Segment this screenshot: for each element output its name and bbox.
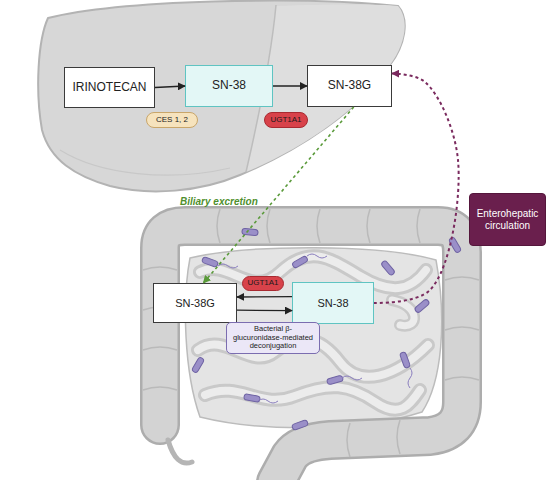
bacterium <box>242 228 258 235</box>
haustra-fold <box>417 209 420 243</box>
process-box: Bacterial β-glucuronidase-mediated decon… <box>226 322 320 354</box>
colon-outline <box>160 226 462 480</box>
node-text: SN-38 <box>212 79 246 92</box>
haustra-fold <box>143 387 177 390</box>
node-text: SN-38G <box>175 297 215 309</box>
flow-arrow <box>203 107 353 283</box>
bacterium <box>244 394 261 403</box>
enzyme-pill: UGT1A1 <box>264 112 308 128</box>
flow-arrow <box>237 310 292 312</box>
flagellum <box>258 399 278 403</box>
node-text: CES 1, 2 <box>156 116 188 125</box>
node-text: UGT1A1 <box>270 116 301 125</box>
node-text: Enterohepatic circulation <box>470 208 545 230</box>
metabolite-box: SN-38 <box>292 282 374 324</box>
haustra-fold <box>217 209 220 243</box>
haustra-fold <box>317 209 320 243</box>
intestine-loop <box>205 387 420 410</box>
intestine-loop <box>205 387 420 410</box>
liver-shape <box>38 1 405 192</box>
node-text: IRINOTECAN <box>72 81 146 94</box>
node-text: UGT1A1 <box>247 279 278 288</box>
haustra-fold <box>367 209 370 243</box>
bacterium <box>326 375 343 385</box>
process-label-box: Enterohepatic circulation <box>469 193 546 246</box>
intestine-loop <box>392 300 414 326</box>
intestine-loop <box>392 300 414 326</box>
bacterium <box>201 256 218 267</box>
colon-body <box>160 226 462 480</box>
bacterium <box>448 237 461 254</box>
flow-arrow <box>273 85 307 87</box>
bacterium <box>191 357 204 374</box>
bacteria <box>168 228 462 430</box>
bacterium <box>381 260 396 276</box>
flagellum <box>218 264 238 268</box>
node-text: SN-38G <box>328 79 371 92</box>
appendix <box>168 440 192 463</box>
enzyme-pill: UGT1A1 <box>242 276 284 291</box>
bacteria-flagella <box>218 254 412 403</box>
liver-shading <box>60 150 230 175</box>
small-intestine <box>185 248 441 428</box>
haustra-fold <box>445 377 479 380</box>
bacterium <box>414 299 430 314</box>
haustra-fold <box>143 267 177 270</box>
intestine-loops <box>198 256 428 410</box>
enzyme-pill: CES 1, 2 <box>146 112 198 128</box>
bacterium <box>292 255 309 268</box>
bacterium <box>291 419 308 430</box>
haustra-fold <box>267 209 270 243</box>
haustra-fold <box>445 277 479 280</box>
edge-label: Biliary excretion <box>180 196 258 207</box>
haustra-fold <box>143 347 177 350</box>
flow-arrow <box>155 86 185 88</box>
flagellum <box>342 376 362 380</box>
drug-box: IRINOTECAN <box>64 67 155 108</box>
haustra-fold <box>397 420 400 454</box>
flagellum <box>408 368 412 388</box>
node-text: Bacterial β-glucuronidase-mediated decon… <box>230 325 316 350</box>
flow-arrow <box>237 296 292 298</box>
metabolite-box: SN-38G <box>153 283 237 323</box>
haustra-fold <box>347 423 350 457</box>
metabolite-box: SN-38 <box>185 65 273 107</box>
haustra-fold <box>445 327 479 330</box>
metabolite-box: SN-38G <box>307 65 392 107</box>
flagellum <box>307 254 327 258</box>
node-text: SN-38 <box>317 297 348 309</box>
bacterium <box>399 351 410 368</box>
colon-haustra <box>143 209 479 457</box>
flow-arrow <box>374 73 459 303</box>
